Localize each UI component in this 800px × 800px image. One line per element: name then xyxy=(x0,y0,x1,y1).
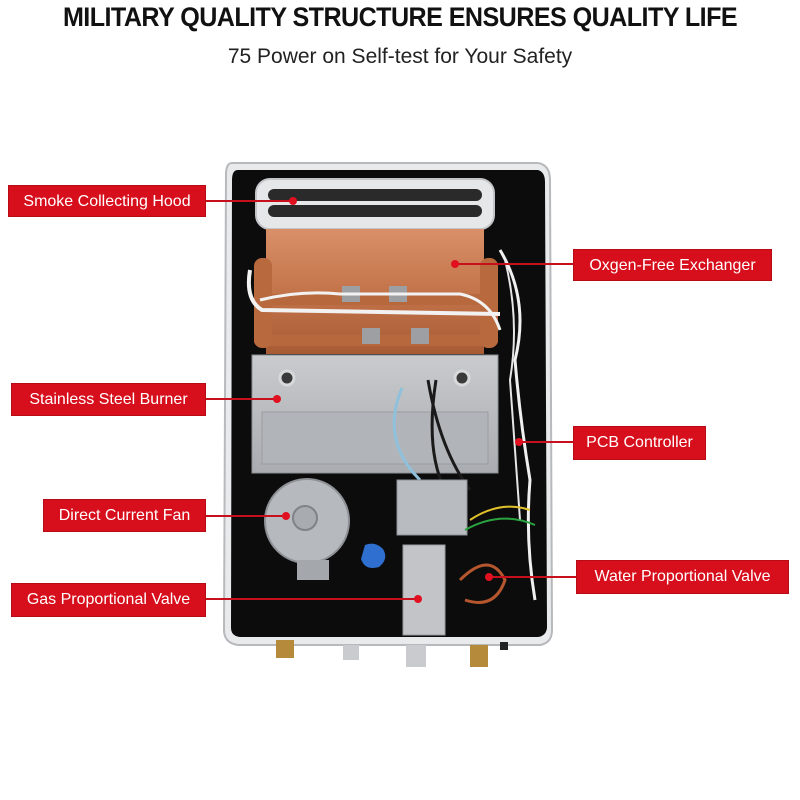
callout-smoke-collecting-hood: Smoke Collecting Hood xyxy=(8,185,206,217)
callout-water-proportional-valve: Water Proportional Valve xyxy=(576,560,789,594)
headline: MILITARY QUALITY STRUCTURE ENSURES QUALI… xyxy=(62,2,738,32)
subheadline: 75 Power on Self-test for Your Safety xyxy=(227,45,573,68)
callout-pcb-controller: PCB Controller xyxy=(573,426,706,460)
callout-oxygen-free-exchanger: Oxgen-Free Exchanger xyxy=(573,249,772,281)
callout-gas-proportional-valve: Gas Proportional Valve xyxy=(11,583,206,617)
callout-stainless-steel-burner: Stainless Steel Burner xyxy=(11,383,206,416)
callout-direct-current-fan: Direct Current Fan xyxy=(43,499,206,532)
